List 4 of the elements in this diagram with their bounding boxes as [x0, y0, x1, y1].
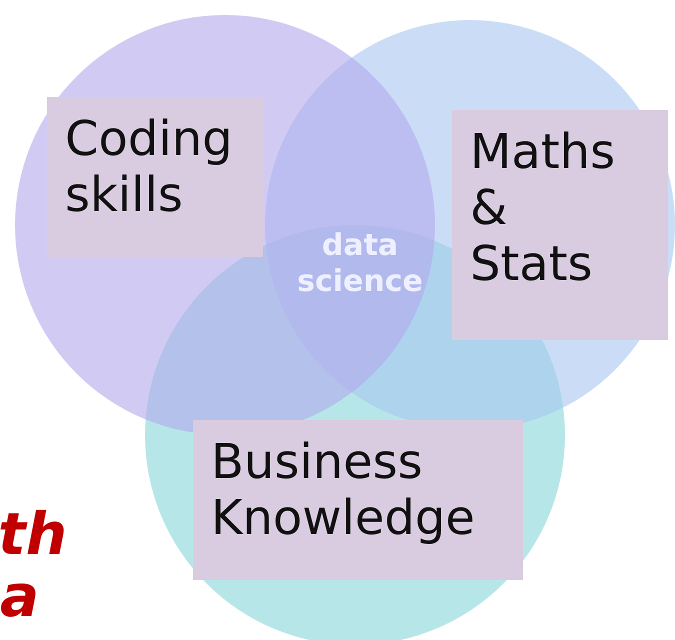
text-box: Maths & Stats — [452, 110, 668, 340]
text-box: Coding skills — [47, 97, 263, 257]
center-label: data science — [296, 228, 424, 300]
text-box: Business Knowledge — [193, 420, 523, 580]
